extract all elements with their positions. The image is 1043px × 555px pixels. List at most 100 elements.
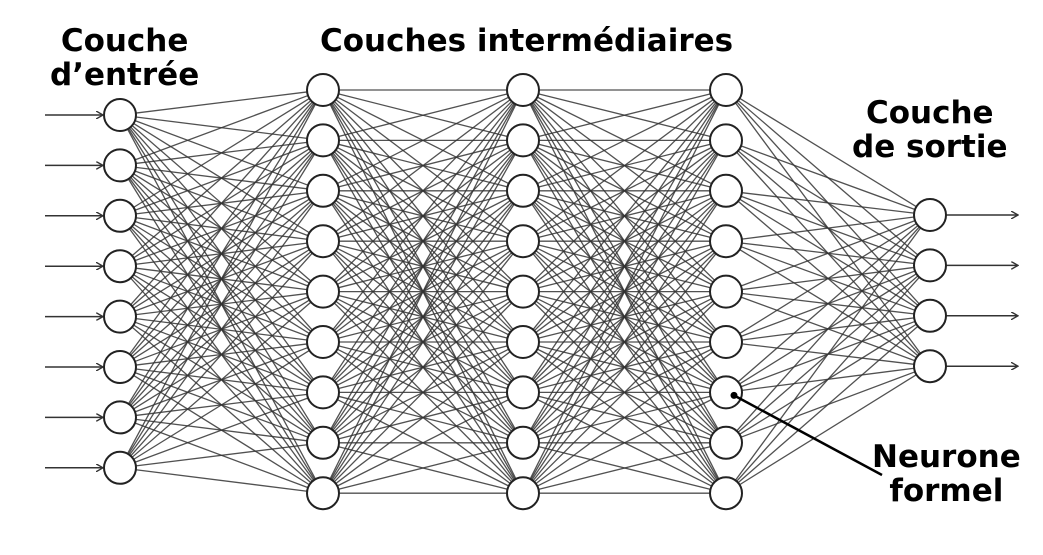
connection-edge [329, 104, 517, 480]
neuron-node [506, 375, 540, 410]
neuron-node [709, 173, 743, 208]
neuron-label: Neurone formel [872, 440, 1021, 508]
neuron-node [709, 123, 743, 158]
neuron-node [709, 476, 743, 511]
neuron-node [913, 248, 947, 283]
connection-edge [532, 253, 717, 482]
connection-edge [332, 102, 514, 330]
input-layer-label: Couche d’entrée [50, 24, 199, 92]
neuron-label-line2: formel [889, 473, 1004, 509]
connection-edge [331, 203, 515, 481]
connection-edge [338, 93, 508, 138]
connection-edge [531, 102, 718, 380]
neuron-node [506, 425, 540, 460]
neuron-node [103, 148, 137, 183]
connection-edge [127, 153, 316, 455]
neuron-node [306, 173, 340, 208]
connection-edge [330, 153, 516, 480]
neuron-node [306, 375, 340, 410]
connection-edge [131, 301, 312, 458]
connection-edge [535, 99, 714, 233]
neuron-node [103, 98, 137, 132]
connection-edge [530, 103, 719, 430]
connection-edge [330, 103, 516, 430]
connection-edge [530, 153, 719, 480]
connection-edge [338, 446, 508, 490]
connection-edge [737, 325, 919, 484]
connection-edge [134, 397, 309, 463]
neuron-node [506, 224, 540, 259]
hidden-layers-label: Couches intermédiaires [320, 23, 734, 59]
connection-edge [130, 252, 313, 457]
connection-edge [736, 276, 920, 482]
neuron-node [913, 198, 947, 232]
neuron-node [103, 249, 137, 284]
connection-edge [532, 102, 717, 330]
connection-edge [739, 222, 917, 335]
neuron-node [306, 274, 340, 309]
neuron-node [103, 450, 137, 485]
connection-edge [533, 100, 716, 281]
connection-edge [131, 99, 312, 257]
connection-edge [335, 99, 511, 233]
input-layer-label-line2: d’entrée [50, 57, 200, 93]
output-layer-label-line2: de sortie [852, 129, 1008, 165]
connection-edge [336, 96, 510, 185]
connection-edge [333, 100, 513, 281]
neuron-node [103, 400, 137, 435]
neuron-pointer-line [733, 394, 883, 477]
output-layer-label-line1: Couche [865, 95, 994, 131]
connection-edge [336, 399, 510, 487]
neuron-node [709, 73, 743, 107]
connection-edge [133, 349, 310, 460]
connection-edge [331, 102, 515, 380]
neuron-node [103, 299, 137, 334]
neuron-node [306, 224, 340, 259]
neuron-node [506, 123, 540, 158]
connection-edge [135, 469, 308, 492]
connection-edge [535, 351, 714, 485]
neuron-node [709, 274, 743, 309]
connection-edge [130, 101, 313, 306]
connection-edge [739, 374, 917, 486]
neuron-node [709, 375, 743, 410]
connection-edge [135, 91, 308, 114]
neuron-node [506, 173, 540, 208]
neuron-node [306, 123, 340, 158]
connection-edge [537, 96, 712, 185]
connection-edge [335, 351, 511, 485]
connection-edge [333, 302, 513, 483]
neuron-node [506, 325, 540, 359]
connection-edge [741, 192, 915, 214]
connection-edge [134, 94, 309, 161]
neuron-node [103, 350, 137, 384]
connection-edge [734, 227, 922, 481]
neuron-node [506, 73, 540, 107]
connection-edge [538, 446, 711, 490]
neuron-node [709, 425, 743, 460]
connection-edge [128, 203, 315, 456]
neuron-label-line1: Neurone [872, 439, 1021, 475]
connection-edge [740, 145, 916, 211]
connection-edge [127, 103, 316, 405]
input-layer-label-line1: Couche [60, 23, 189, 59]
connection-edge [533, 302, 716, 483]
neuron-node [306, 325, 340, 359]
connection-edge [739, 97, 917, 208]
neuron-node [709, 224, 743, 259]
output-layer-label: Couche de sortie [852, 96, 1008, 164]
connection-edge [737, 225, 919, 383]
connection-edge [531, 203, 718, 481]
neuron-node [306, 476, 340, 511]
neuron-node [913, 349, 947, 384]
neuron-node [306, 73, 340, 107]
connection-edge [740, 220, 916, 287]
connection-edge [529, 103, 720, 480]
connection-edge [332, 253, 514, 482]
neuron-node [913, 298, 947, 333]
connection-edge [538, 93, 711, 138]
neuron-node [306, 425, 340, 460]
connection-edge [127, 103, 316, 455]
connection-edge [133, 97, 310, 208]
